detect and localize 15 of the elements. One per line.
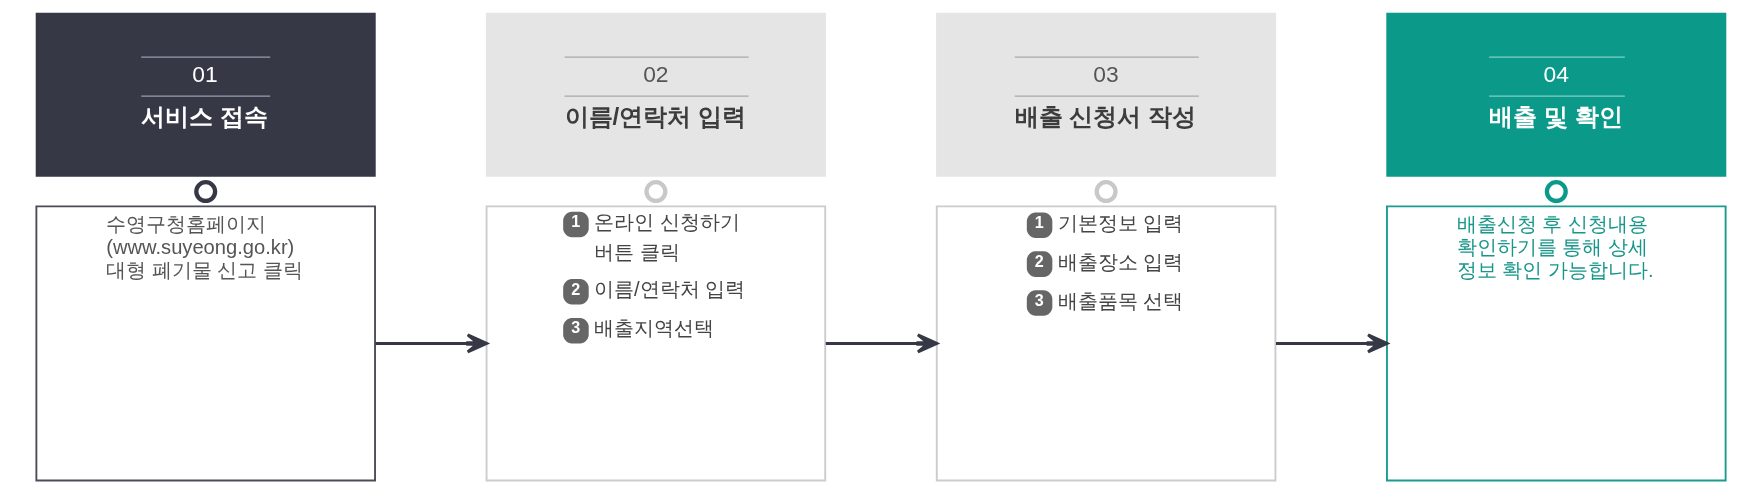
- node-box: 03 배출 신청서 작성: [936, 12, 1277, 177]
- node-box: 배출신청 후 신청내용 확인하기를 통해 상세 정보 확인 가능합니다.: [1386, 205, 1727, 482]
- arrow: [375, 333, 488, 354]
- arrow: [825, 333, 939, 354]
- node-box: 1 온라인 신청하기 버튼 클릭 2 이름/연락처 입력 3 배출지역선택: [485, 205, 827, 482]
- node-box: 수영구청홈페이지 (www.suyeong.go.kr) 대형 폐기물 신고 클릭: [35, 205, 376, 482]
- node-box: 1 기본정보 입력 2 배출장소 입력 3 배출품목 선택: [935, 205, 1277, 482]
- node-box: 01 서비스 접속: [35, 12, 376, 177]
- node-box: 02 이름/연락처 입력: [485, 12, 826, 177]
- node-circle: [194, 180, 218, 204]
- node-box: 04 배출 및 확인: [1386, 12, 1727, 177]
- node-circle: [1094, 180, 1118, 204]
- node-circle: [1544, 180, 1568, 204]
- node-circle: [644, 180, 668, 204]
- arrow: [1276, 333, 1389, 354]
